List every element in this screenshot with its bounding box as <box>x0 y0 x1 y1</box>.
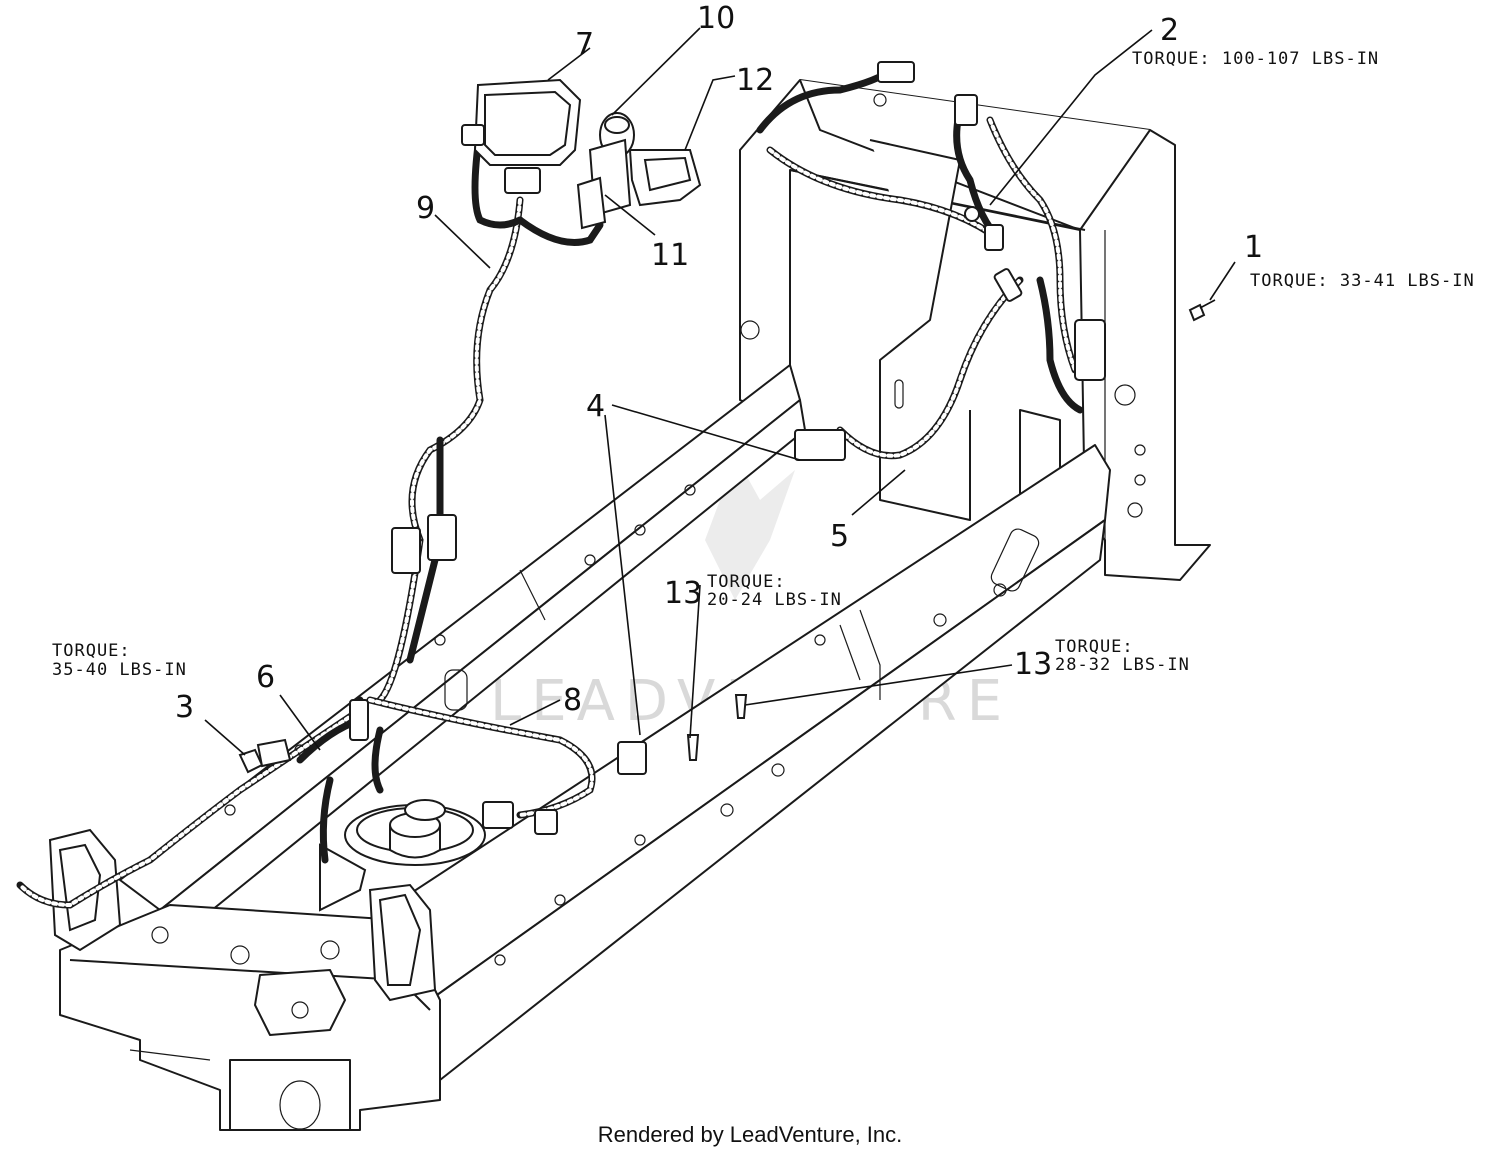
callout-5: 5 <box>830 519 849 554</box>
callout-8: 8 <box>563 683 582 718</box>
callout-6: 6 <box>256 660 275 695</box>
fastener-item-3 <box>238 738 292 774</box>
footer-credit: Rendered by LeadVenture, Inc. <box>597 1122 903 1147</box>
callout-13-a: 13 <box>664 576 702 611</box>
torque-spec-3-value: 35-40 LBS-IN <box>52 660 187 680</box>
connectors <box>349 61 1106 835</box>
rear-frame-tower <box>739 79 1211 581</box>
callout-9: 9 <box>416 191 435 226</box>
callout-4: 4 <box>586 389 605 424</box>
front-cross-member <box>59 904 441 1131</box>
main-frame-rails <box>119 364 1111 1081</box>
screws-item-13 <box>686 694 748 761</box>
torque-spec-13b-label: TORQUE: <box>1055 637 1134 657</box>
callout-numbers: 1 2 3 4 5 6 7 8 9 10 11 12 13 13 <box>175 1 1263 725</box>
torque-spec-13a-value: 20-24 LBS-IN <box>707 590 842 610</box>
leader-lines <box>204 27 1236 756</box>
callout-7: 7 <box>575 27 594 62</box>
callout-11: 11 <box>651 238 689 273</box>
callout-2: 2 <box>1160 13 1179 48</box>
front-spindle-brackets <box>48 828 437 1002</box>
callout-3: 3 <box>175 690 194 725</box>
wire-harness <box>16 66 1084 909</box>
callout-10: 10 <box>697 1 735 36</box>
torque-spec-2: TORQUE: 100-107 LBS-IN <box>1132 49 1379 69</box>
torque-specs: TORQUE: 33-41 LBS-IN TORQUE: 100-107 LBS… <box>52 49 1475 680</box>
callout-13-b: 13 <box>1014 647 1052 682</box>
torque-spec-1: TORQUE: 33-41 LBS-IN <box>1250 271 1475 291</box>
callout-1: 1 <box>1244 230 1263 265</box>
bolt-item-1 <box>1188 299 1216 322</box>
torque-spec-13b-value: 28-32 LBS-IN <box>1055 655 1190 675</box>
callout-12: 12 <box>736 63 774 98</box>
ignition-parts <box>576 112 702 230</box>
pulley-assembly <box>319 799 486 912</box>
bolt-item-2 <box>964 206 980 222</box>
torque-spec-13a-label: TORQUE: <box>707 572 786 592</box>
seat-switch-assembly <box>461 78 582 194</box>
torque-spec-3-label: TORQUE: <box>52 641 131 661</box>
